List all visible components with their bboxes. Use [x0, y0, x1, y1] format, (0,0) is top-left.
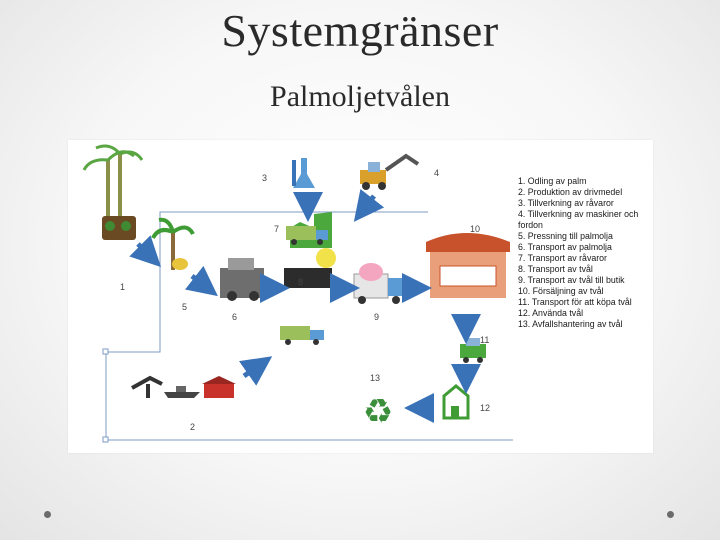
step-number-13: 13 [370, 373, 380, 383]
legend-item: 11. Transport för att köpa tvål [518, 297, 632, 307]
step-number-3: 3 [262, 173, 267, 183]
factory-icon [284, 212, 336, 288]
house-icon [442, 384, 470, 420]
legend-item: 8. Transport av tvål [518, 264, 593, 274]
step-number-8: 8 [298, 277, 303, 287]
step-number-9: 9 [374, 312, 379, 322]
boundary-handle [102, 348, 109, 355]
warehouse-icon [202, 376, 236, 398]
corner-dot [44, 511, 51, 518]
svg-text:♻: ♻ [363, 392, 393, 432]
step-number-11: 11 [480, 335, 489, 345]
ship-icon [164, 386, 200, 398]
step-number-1: 1 [120, 282, 125, 292]
step-number-4: 4 [434, 168, 439, 178]
step-number-6: 6 [232, 312, 237, 322]
legend: 1. Odling av palm 2. Produktion av drivm… [518, 176, 648, 330]
market-stall-icon [426, 233, 510, 298]
legend-item: 6. Transport av palmolja [518, 242, 612, 252]
slide-subtitle: Palmoljetvålen [270, 80, 450, 113]
palm-tree-icon [151, 217, 195, 270]
boundary-handle [102, 436, 109, 443]
slide-title: Systemgränser [221, 5, 499, 56]
legend-item: 5. Pressning till palmolja [518, 231, 613, 241]
palm-tree-icon [82, 144, 144, 240]
oil-pump-icon [131, 375, 163, 398]
legend-item: 12. Använda tvål [518, 308, 584, 318]
recycle-icon: ♻ [363, 392, 393, 432]
legend-item: 2. Produktion av drivmedel [518, 187, 623, 197]
legend-item: 3. Tillverkning av råvaror [518, 198, 614, 208]
legend-item: 10. Försäljning av tvål [518, 286, 604, 296]
corner-dot [667, 511, 674, 518]
step-number-12: 12 [480, 403, 490, 413]
step-number-2: 2 [190, 422, 195, 432]
step-number-10: 10 [470, 224, 480, 234]
legend-item: 9. Transport av tvål till butik [518, 275, 625, 285]
legend-item: 7. Transport av råvaror [518, 253, 607, 263]
flow-arrows [129, 189, 481, 423]
flask-icon [292, 158, 315, 188]
step-numbers: 1 2 3 4 5 6 7 8 9 10 11 12 13 [120, 168, 490, 432]
truck-icon [353, 263, 404, 304]
legend-item: 13. Avfallshantering av tvål [518, 319, 623, 329]
legend-item: 4. Tillverkning av maskiner och fordon [518, 209, 639, 230]
system-boundary-lines [105, 211, 513, 441]
step-number-7: 7 [274, 224, 279, 234]
diagram-canvas: ♻ 1 [82, 144, 513, 443]
truck-icon [286, 226, 328, 245]
oil-press-icon [220, 258, 264, 301]
system-boundary-diagram: ♻ 1 [68, 140, 653, 453]
legend-item: 1. Odling av palm [518, 176, 587, 186]
truck-icon [280, 326, 324, 345]
step-number-5: 5 [182, 302, 187, 312]
excavator-icon [360, 153, 420, 190]
